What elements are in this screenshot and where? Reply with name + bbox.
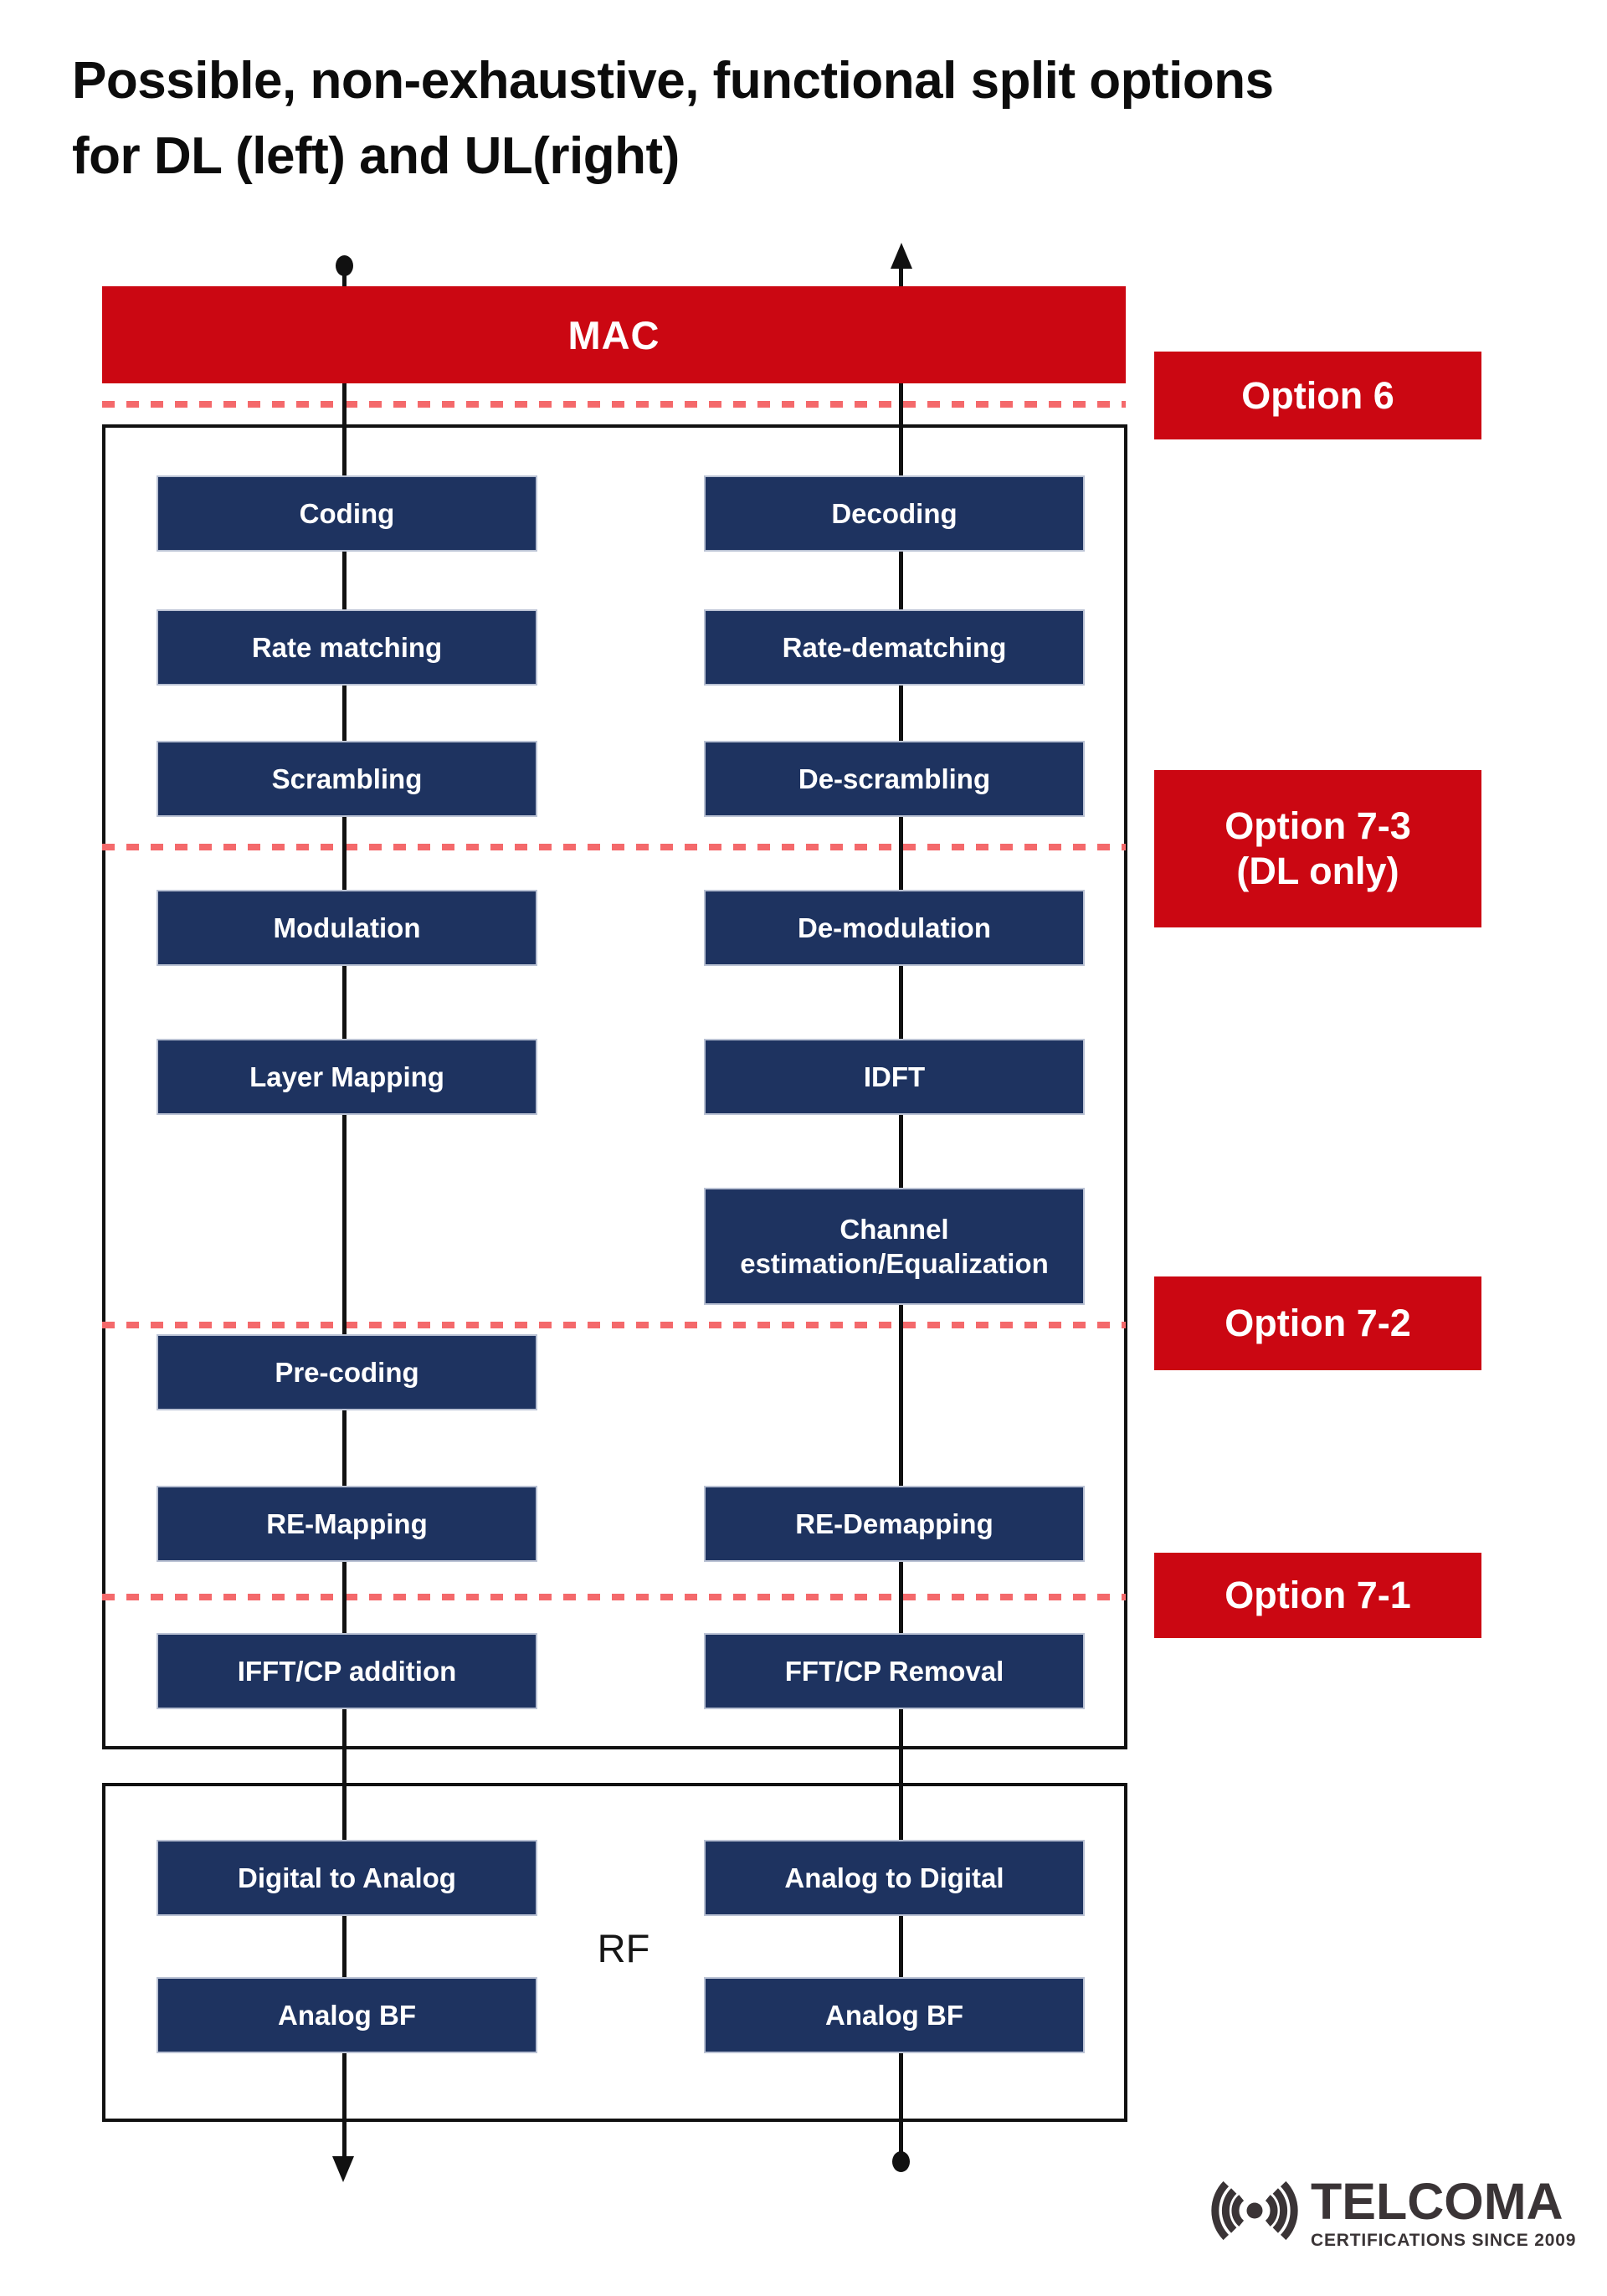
option-7-2-label: Option 7-2 <box>1154 1276 1481 1370</box>
box-re-demapping: RE-Demapping <box>704 1486 1085 1562</box>
box-fft-cp-removal: FFT/CP Removal <box>704 1633 1085 1709</box>
rf-frame <box>102 1783 1127 2122</box>
option-7-1-label: Option 7-1 <box>1154 1553 1481 1638</box>
ul-output-arrow-icon <box>891 243 912 269</box>
brand-name: TELCOMA <box>1311 2173 1563 2230</box>
telcoma-logo: TELCOMA CERTIFICATIONS SINCE 2009 <box>1204 2170 1576 2257</box>
baseband-frame <box>102 424 1127 1749</box>
box-idft: IDFT <box>704 1039 1085 1115</box>
box-de-modulation: De-modulation <box>704 890 1085 966</box>
split-line-option-7-1 <box>102 1594 1126 1600</box>
brand-tagline: CERTIFICATIONS SINCE 2009 <box>1311 2231 1577 2250</box>
box-analog-bf-ul: Analog BF <box>704 1977 1085 2053</box>
option-7-2-text: Option 7-2 <box>1225 1302 1411 1344</box>
mac-label: MAC <box>567 312 660 357</box>
box-analog-bf-dl: Analog BF <box>157 1977 537 2053</box>
dl-flow-line <box>342 268 347 2160</box>
box-rate-matching: Rate matching <box>157 609 537 686</box>
box-layer-mapping: Layer Mapping <box>157 1039 537 1115</box>
option-7-3-label: Option 7-3(DL only) <box>1154 770 1481 927</box>
split-line-option-7-3 <box>102 844 1126 850</box>
split-line-option-6 <box>102 401 1126 408</box>
page-title: Possible, non-exhaustive, functional spl… <box>72 44 1274 194</box>
ul-end-dot <box>892 2151 910 2172</box>
box-scrambling: Scrambling <box>157 741 537 817</box>
rf-section-label: RF <box>597 1926 650 1970</box>
box-digital-to-analog: Digital to Analog <box>157 1840 537 1916</box>
dl-start-dot <box>336 255 353 276</box>
option-6-label: Option 6 <box>1154 352 1481 439</box>
split-line-option-7-2 <box>102 1322 1126 1328</box>
box-modulation: Modulation <box>157 890 537 966</box>
box-ifft-cp-addition: IFFT/CP addition <box>157 1633 537 1709</box>
option-7-3-subtext: (DL only) <box>1236 850 1399 892</box>
box-channel-estimation-equalization: Channel estimation/Equalization <box>704 1188 1085 1305</box>
box-rate-dematching: Rate-dematching <box>704 609 1085 686</box>
option-7-3-text: Option 7-3 <box>1225 804 1411 847</box>
title-line-2: for DL (left) and UL(right) <box>72 127 680 185</box>
box-decoding: Decoding <box>704 475 1085 552</box>
option-7-1-text: Option 7-1 <box>1225 1574 1411 1616</box>
box-re-mapping: RE-Mapping <box>157 1486 537 1562</box>
box-coding: Coding <box>157 475 537 552</box>
brand-text-block: TELCOMA CERTIFICATIONS SINCE 2009 <box>1311 2176 1576 2251</box>
radio-waves-icon <box>1204 2170 1306 2257</box>
option-6-text: Option 6 <box>1241 373 1394 417</box>
title-line-1: Possible, non-exhaustive, functional spl… <box>72 52 1274 110</box>
mac-bar: MAC <box>102 286 1126 383</box>
box-analog-to-digital: Analog to Digital <box>704 1840 1085 1916</box>
dl-output-arrow-icon <box>332 2156 354 2182</box>
box-de-scrambling: De-scrambling <box>704 741 1085 817</box>
box-pre-coding: Pre-coding <box>157 1334 537 1410</box>
